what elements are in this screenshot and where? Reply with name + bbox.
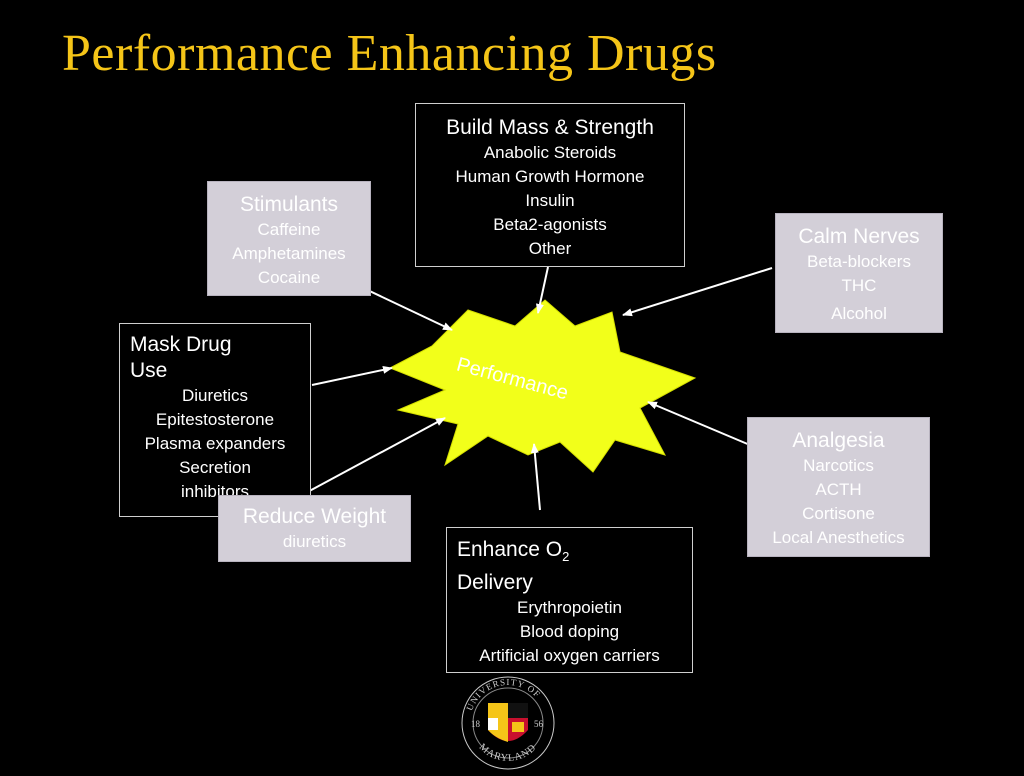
enhance-o2-heading-subscript: 2	[562, 549, 570, 565]
enhance-o2-heading: Enhance O2	[447, 537, 692, 570]
calm-nerves-heading: Calm Nerves	[798, 225, 920, 248]
enhance-o2-heading-line2: Delivery	[457, 571, 533, 595]
build-mass-item: Beta2-agonists	[493, 215, 607, 234]
reduce-weight-item: diuretics	[282, 532, 347, 551]
calm-nerves-box: Calm Nerves Beta-blockers THC Alcohol	[775, 213, 943, 333]
mask-drug-use-box: Mask Drug Use Diuretics Epitestosterone …	[119, 323, 311, 517]
stimulants-heading: Stimulants	[239, 193, 339, 216]
stimulants-item: Cocaine	[257, 268, 321, 287]
arrow-enhance-o2	[530, 443, 541, 511]
analgesia-item: Cortisone	[802, 504, 875, 523]
arrow-build-mass	[536, 266, 549, 314]
slide-title: Performance Enhancing Drugs	[62, 25, 717, 82]
seal-year-left: 18	[471, 719, 481, 729]
arrow-calm-nerves	[622, 267, 773, 317]
mask-drug-use-item: Diuretics	[181, 386, 249, 405]
stimulants-item: Amphetamines	[232, 244, 346, 263]
enhance-o2-item: Erythropoietin	[517, 598, 622, 618]
stimulants-box: Stimulants Caffeine Amphetamines Cocaine	[207, 181, 371, 296]
mask-drug-use-item: Secretion	[179, 458, 251, 477]
analgesia-item: Local Anesthetics	[772, 528, 905, 547]
mask-drug-use-heading-line2: Use	[130, 359, 168, 382]
performance-burst	[388, 299, 697, 473]
calm-nerves-item: THC	[841, 276, 877, 295]
analgesia-item: Narcotics	[803, 456, 874, 475]
analgesia-item: ACTH	[815, 480, 862, 499]
calm-nerves-item: Alcohol	[831, 304, 887, 323]
reduce-weight-box: Reduce Weight diuretics	[218, 495, 411, 562]
enhance-o2-heading-prefix: Enhance O	[457, 538, 563, 561]
analgesia-box: Analgesia Narcotics ACTH Cortisone Local…	[747, 417, 930, 557]
build-mass-item: Insulin	[525, 191, 575, 210]
arrow-mask-drug-use	[311, 365, 393, 386]
build-mass-heading: Build Mass & Strength	[446, 116, 654, 139]
university-seal: 18 56 UNIVERSITY OF MARYLAND	[461, 676, 555, 770]
build-mass-box: Build Mass & Strength Anabolic Steroids …	[415, 103, 685, 267]
mask-drug-use-item: Plasma expanders	[144, 434, 286, 453]
build-mass-item: Other	[528, 239, 572, 258]
calm-nerves-item: Beta-blockers	[807, 252, 911, 271]
arrow-analgesia	[647, 401, 758, 449]
mask-drug-use-heading: Mask Drug	[130, 333, 232, 356]
arrow-reduce-weight	[301, 417, 446, 496]
mask-drug-use-item: Epitestosterone	[155, 410, 275, 429]
seal-year-right: 56	[534, 719, 544, 729]
build-mass-item: Anabolic Steroids	[483, 143, 617, 162]
analgesia-heading: Analgesia	[792, 429, 885, 452]
enhance-o2-item: Blood doping	[519, 622, 620, 642]
enhance-o2-box: Enhance O2 Delivery Erythropoietin Blood…	[446, 527, 693, 673]
build-mass-item: Human Growth Hormone	[455, 167, 645, 186]
enhance-o2-item: Artificial oxygen carriers	[479, 646, 660, 666]
stimulants-item: Caffeine	[257, 220, 321, 239]
reduce-weight-heading: Reduce Weight	[242, 505, 387, 528]
